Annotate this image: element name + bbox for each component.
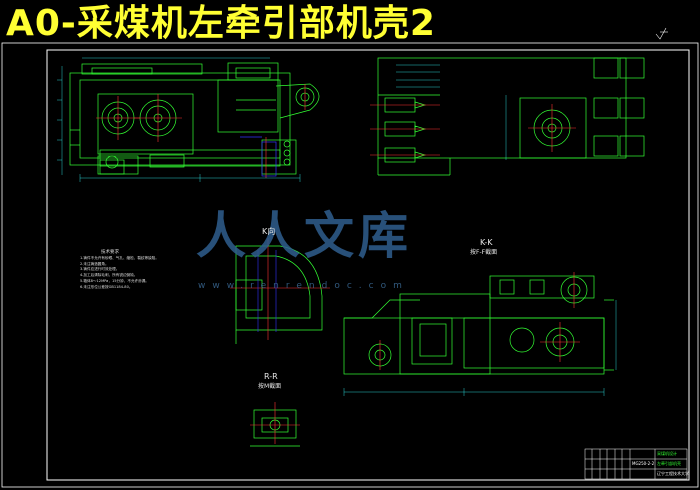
notes-title: 技术要求	[101, 250, 119, 255]
kk-section-center	[379, 272, 580, 370]
roughness-symbol	[655, 27, 668, 40]
drawing-title: A0-采煤机左牵引部机壳2	[6, 3, 436, 44]
dimension-lines-top-right	[396, 64, 507, 160]
rr-section-label: R-R	[264, 372, 278, 381]
main-view-top-left-center	[96, 84, 306, 178]
outer-frame	[1, 42, 699, 488]
k-view-hidden	[257, 250, 277, 332]
kk-section-subtitle: 按F-F截面	[470, 249, 498, 256]
inner-frame	[46, 49, 690, 481]
watermark-logo: 人人文库	[196, 207, 412, 265]
notes-item: 3.铸件应进行时效处理。	[80, 267, 120, 272]
rr-section-center	[250, 402, 300, 444]
dimension-lines-top-left	[57, 57, 301, 182]
title-block-school: 采煤机设计	[657, 451, 677, 456]
side-view-top-right-center	[370, 104, 576, 156]
notes-item: 5.箱体8～12MPa，15分钟，不允许渗漏。	[80, 278, 149, 283]
notes-item: 6.未注形位公差按GB1184-80。	[80, 284, 133, 289]
main-view-top-left	[69, 62, 320, 175]
title-block-part-name: 左牵引部机壳	[657, 461, 681, 466]
main-view-top-left-hidden	[240, 136, 277, 177]
dimension-lines-kk	[343, 300, 617, 396]
k-view	[235, 245, 323, 344]
title-block-drawing-no: MG250-2-2	[632, 461, 655, 466]
notes-item: 2.未注铸造圆角。	[80, 261, 109, 266]
k-view-label: K向	[262, 227, 276, 236]
title-block	[584, 448, 688, 480]
technical-notes: 技术要求 1.铸件不允许有砂眼、气孔、缩松、裂纹等缺陷。 2.未注铸造圆角。 3…	[80, 250, 190, 291]
watermark-url: www.renrendoc.com	[198, 281, 409, 291]
title-block-unit: 辽宁工程技术大学	[657, 471, 689, 476]
rr-section-subtitle: 按M截面	[258, 383, 282, 390]
notes-item: 1.铸件不允许有砂眼、气孔、缩松、裂纹等缺陷。	[80, 255, 159, 260]
k-view-center	[230, 238, 330, 340]
kk-section-label: K-K	[480, 238, 493, 247]
notes-item: 4.加工后清除毛刺，所有锐边倒钝。	[80, 273, 138, 278]
side-view-top-right	[377, 57, 645, 176]
